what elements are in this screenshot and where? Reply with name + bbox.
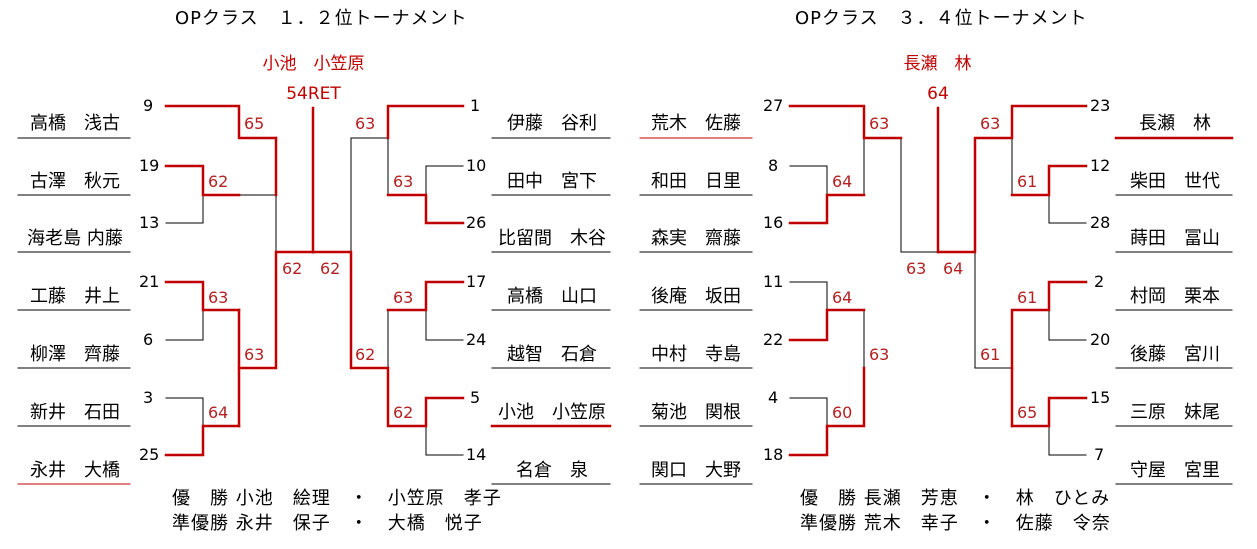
seed-number: 12	[1090, 156, 1111, 175]
match-score: 61	[1017, 288, 1038, 307]
bracket-title: OPクラス ３．４位トーナメント	[795, 8, 1088, 29]
match-score: 63	[906, 259, 927, 278]
player-pair: 名倉 泉	[516, 460, 588, 481]
match-score: 64	[943, 259, 964, 278]
match-score: 62	[355, 345, 376, 364]
match-score: 63	[980, 114, 1001, 133]
match-score: 62	[320, 259, 341, 278]
champion-line: 優 勝 長瀬 芳恵 ・ 林 ひとみ	[800, 488, 1111, 509]
match-score: 61	[980, 345, 1001, 364]
seed-number: 17	[466, 272, 487, 291]
match-score: 60	[832, 403, 853, 422]
seed-number: 6	[143, 330, 154, 349]
match-score: 64	[208, 403, 229, 422]
seed-number: 2	[1094, 272, 1105, 291]
seed-number: 25	[139, 445, 160, 464]
seed-number: 16	[763, 213, 784, 232]
player-pair: 新井 石田	[30, 402, 120, 423]
seed-number: 18	[763, 445, 784, 464]
match-score: 65	[244, 114, 265, 133]
player-pair: 工藤 井上	[30, 286, 120, 307]
match-score: 63	[393, 288, 414, 307]
match-score: 65	[1017, 403, 1038, 422]
seed-number: 7	[1094, 445, 1105, 464]
match-score: 62	[282, 259, 303, 278]
player-pair: 荒木 佐藤	[651, 113, 741, 134]
match-score: 63	[869, 114, 890, 133]
match-score: 63	[393, 172, 414, 191]
match-score: 63	[244, 345, 265, 364]
runner-up-line: 準優勝 荒木 幸子 ・ 佐藤 令奈	[800, 513, 1111, 534]
match-score: 63	[869, 345, 890, 364]
final-score: 54RET	[286, 84, 341, 104]
player-pair: 伊藤 谷利	[507, 113, 597, 134]
match-score: 62	[393, 403, 414, 422]
player-pair: 田中 宮下	[507, 171, 597, 192]
player-pair: 高橋 浅古	[30, 113, 120, 134]
bracket-title: OPクラス １．２位トーナメント	[175, 8, 468, 29]
player-pair: 三原 妹尾	[1130, 402, 1220, 423]
seed-number: 9	[143, 96, 154, 115]
match-score: 62	[208, 172, 229, 191]
seed-number: 20	[1090, 330, 1111, 349]
player-pair: 柳澤 齊藤	[30, 344, 120, 365]
runner-up-line: 準優勝 永井 保子 ・ 大橋 悦子	[172, 513, 483, 534]
player-pair: 古澤 秋元	[30, 171, 120, 192]
seed-number: 3	[143, 388, 154, 407]
player-pair: 比留間 木谷	[498, 228, 606, 249]
player-pair: 小池 小笠原	[498, 402, 606, 423]
player-pair: 守屋 宮里	[1130, 460, 1220, 481]
player-pair: 後庵 坂田	[651, 286, 741, 307]
seed-number: 4	[768, 388, 779, 407]
seed-number: 10	[466, 156, 487, 175]
champion-line: 優 勝 小池 絵理 ・ 小笠原 孝子	[172, 488, 502, 509]
match-score: 63	[355, 114, 376, 133]
player-pair: 関口 大野	[651, 460, 741, 481]
seed-number: 22	[763, 330, 784, 349]
seed-number: 13	[139, 213, 160, 232]
player-pair: 長瀬 林	[1139, 113, 1211, 134]
seed-number: 26	[466, 213, 487, 232]
match-score: 61	[1017, 172, 1038, 191]
left-bracket-lines	[17, 104, 612, 485]
player-pair: 越智 石倉	[507, 344, 597, 365]
seed-number: 8	[768, 156, 779, 175]
right-bracket-lines	[639, 104, 1234, 485]
player-pair: 和田 日里	[651, 171, 741, 192]
seed-number: 11	[763, 272, 784, 291]
player-pair: 海老島 内藤	[27, 228, 123, 249]
player-pair: 中村 寺島	[651, 344, 741, 365]
winner-names: 長瀬 林	[903, 54, 972, 74]
final-score: 64	[927, 84, 949, 104]
seed-number: 1	[470, 96, 481, 115]
seed-number: 23	[1090, 96, 1111, 115]
player-pair: 永井 大橋	[30, 460, 120, 481]
seed-number: 28	[1090, 213, 1111, 232]
player-pair: 後藤 宮川	[1130, 344, 1220, 365]
player-pair: 菊池 関根	[651, 402, 741, 423]
seed-number: 19	[139, 156, 160, 175]
player-pair: 蒔田 冨山	[1130, 228, 1220, 249]
seed-number: 14	[466, 445, 487, 464]
seed-number: 24	[466, 330, 487, 349]
player-pair: 森実 齋藤	[651, 228, 741, 249]
seed-number: 27	[763, 96, 784, 115]
seed-number: 21	[139, 272, 160, 291]
winner-names: 小池 小笠原	[262, 54, 365, 74]
player-pair: 村岡 栗本	[1130, 286, 1220, 307]
seed-number: 5	[470, 388, 481, 407]
match-score: 64	[832, 288, 853, 307]
match-score: 64	[832, 172, 853, 191]
player-pair: 高橋 山口	[507, 286, 597, 307]
player-pair: 柴田 世代	[1130, 171, 1220, 192]
match-score: 63	[208, 288, 229, 307]
seed-number: 15	[1090, 388, 1111, 407]
